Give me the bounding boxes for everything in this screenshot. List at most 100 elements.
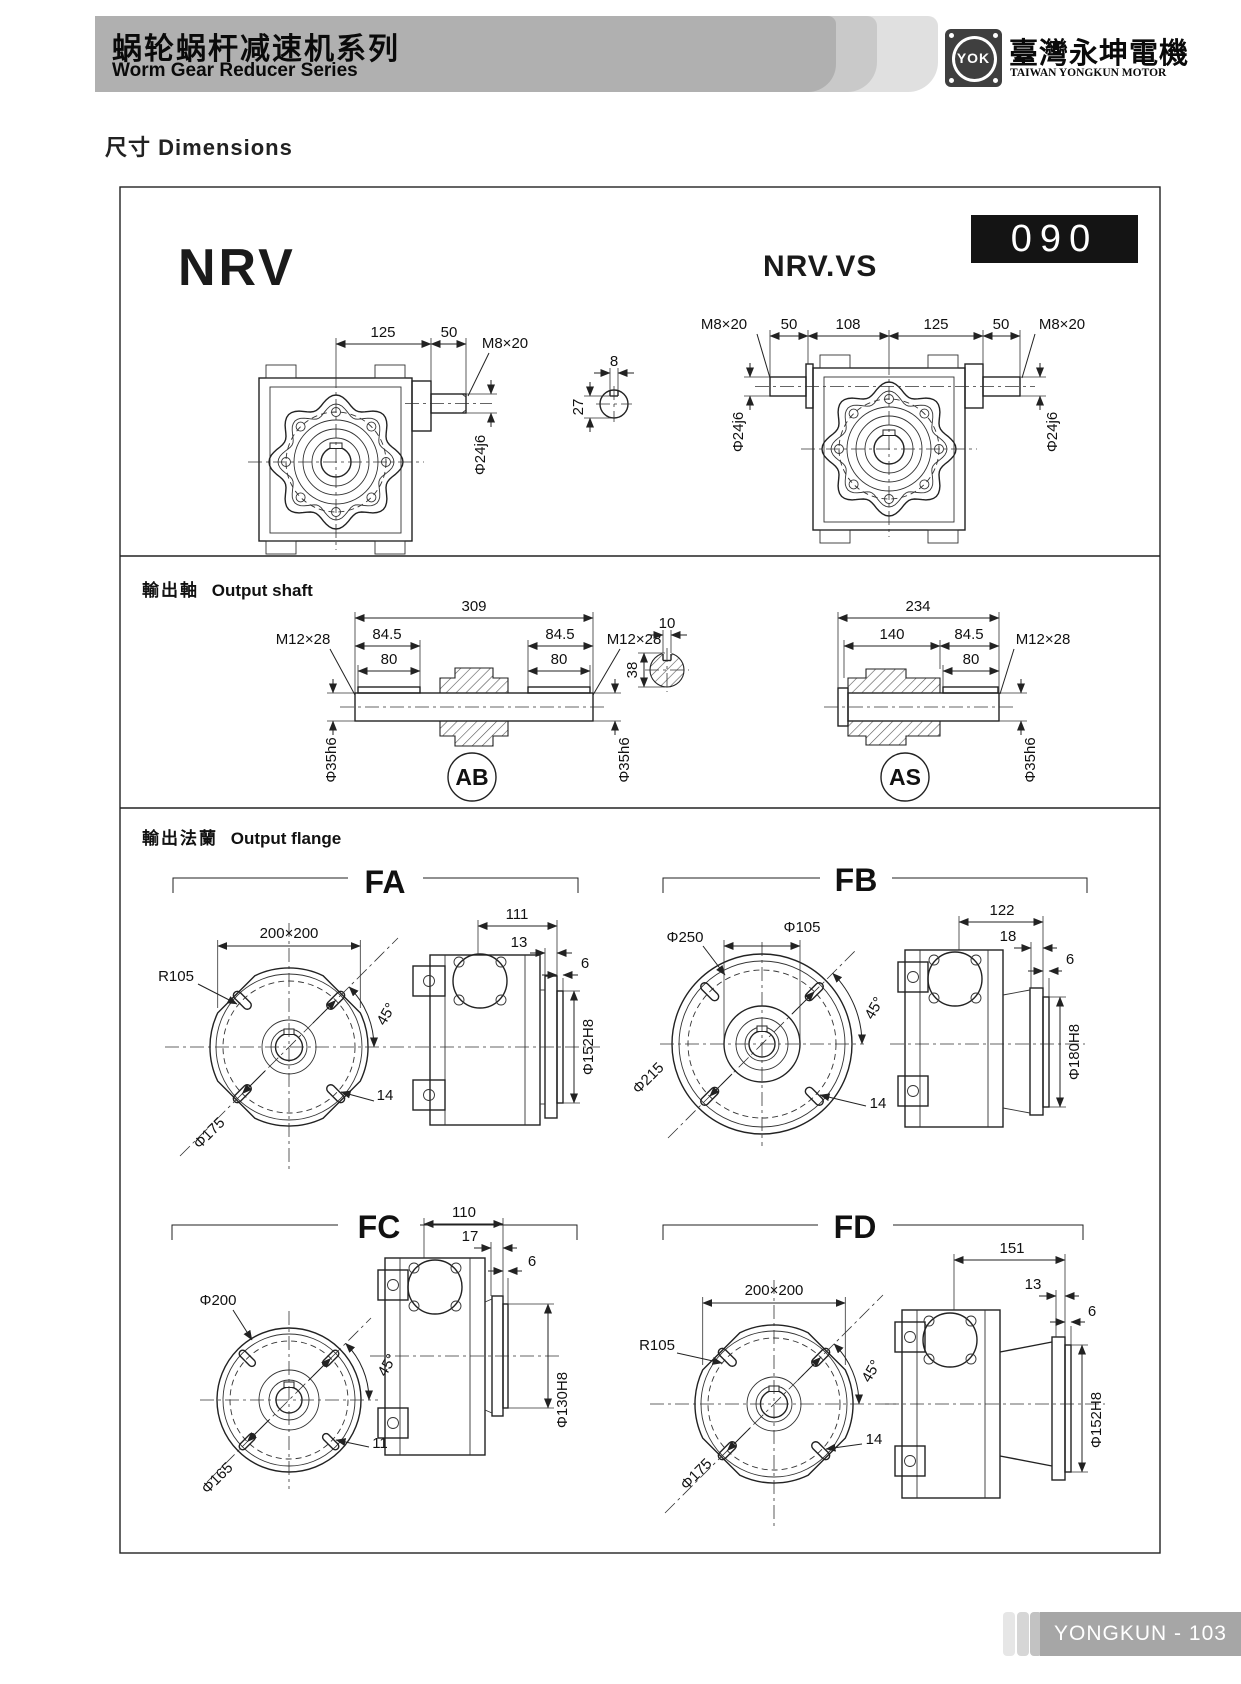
flange-fb-label: FB <box>835 862 878 898</box>
dim-key-dia: 38 <box>624 662 641 679</box>
dim-fb-side-offset: 18 <box>1000 928 1017 945</box>
dim-nrvvs-108: 108 <box>835 316 860 333</box>
output-flange-title-zh: 輸出法蘭 <box>142 829 218 848</box>
model-label-nrvvs: NRV.VS <box>763 250 878 283</box>
dim-fb-angle: 45° <box>861 994 887 1022</box>
dim-fa-side-width: 111 <box>506 906 529 923</box>
flange-fb: FB Φ250 Φ105 Φ215 <box>629 862 1088 1146</box>
series-title-en: Worm Gear Reducer Series <box>112 60 358 81</box>
dim-fc-outer-dia: Φ200 <box>200 1292 237 1309</box>
dim-nrvvs-50l: 50 <box>781 316 798 333</box>
dim-fc-bolt-circle: Φ165 <box>198 1459 236 1497</box>
dim-fa-side-offset: 13 <box>511 934 528 951</box>
dim-fb-slot: 14 <box>870 1095 887 1112</box>
dim-fd-bolt-circle: Φ175 <box>677 1455 715 1493</box>
logo-dot-icon <box>949 78 954 83</box>
dim-fd-side-offset: 13 <box>1025 1276 1042 1293</box>
model-label-nrv: NRV <box>178 239 296 297</box>
dim-fa-radius: R105 <box>158 968 194 985</box>
dim-ab-80l: 80 <box>381 651 398 668</box>
dim-ab-80r: 80 <box>551 651 568 668</box>
dim-nrv-key-height: 27 <box>570 399 587 416</box>
nrvvs-front-view: 50 108 125 50 M8×20 M8×20 Φ24j6 Φ24j6 <box>701 316 1085 544</box>
dim-nrvvs-thread-left: M8×20 <box>701 316 747 333</box>
dim-as-dia: Φ35h6 <box>1022 737 1039 782</box>
dim-fd-square: 200×200 <box>745 1282 804 1299</box>
footer-stripe <box>1003 1612 1015 1656</box>
dim-ab-total: 309 <box>461 598 486 615</box>
output-shaft-title-en: Output shaft <box>211 581 313 600</box>
flange-fd-label: FD <box>834 1209 877 1245</box>
dim-fb-side-thk: 6 <box>1066 951 1074 968</box>
dim-fc-side-width: 110 <box>452 1204 476 1221</box>
view-label-ab: AB <box>455 764 488 790</box>
nrv-key-section: 8 27 <box>570 353 634 432</box>
dim-as-thread: M12×28 <box>1016 631 1071 648</box>
page-title-en: Dimensions <box>158 135 293 160</box>
dim-nrv-thread: M8×20 <box>482 335 528 352</box>
logo-dot-icon <box>993 33 998 38</box>
main-frame <box>119 186 1161 1554</box>
page-title-zh: 尺寸 <box>105 135 152 160</box>
dim-fb-spigot: Φ180H8 <box>1066 1024 1083 1080</box>
dim-as-80: 80 <box>963 651 980 668</box>
logo-dot-icon <box>949 33 954 38</box>
dim-ab-thread-right: M12×28 <box>607 631 662 648</box>
output-shaft-ab: 309 84.5 84.5 80 80 M12×28 M12×28 Φ35h6 … <box>276 598 662 802</box>
dim-ab-dia-left: Φ35h6 <box>323 737 340 782</box>
flange-fa: FA Φ175 200×200 R105 4 <box>158 864 600 1171</box>
dim-nrvvs-thread-right: M8×20 <box>1039 316 1085 333</box>
dim-fb-bolt-circle: Φ215 <box>629 1059 667 1097</box>
dim-fc-angle: 45° <box>374 1351 400 1379</box>
flange-fd: FD 200×200 R105 45° 14 <box>639 1209 1105 1528</box>
series-title-zh: 蜗轮蜗杆减速机系列 <box>112 33 400 66</box>
flange-fc: FC Φ200 45° 11 Φ165 <box>171 1204 578 1497</box>
flange-fc-label: FC <box>358 1209 401 1245</box>
dim-ab-thread-left: M12×28 <box>276 631 331 648</box>
brand-logo-icon: YOK <box>945 29 1002 87</box>
page-number: YONGKUN - 103 <box>1040 1612 1241 1656</box>
dim-fb-side-width: 122 <box>989 902 1014 919</box>
view-label-as: AS <box>889 764 921 790</box>
dim-as-total: 234 <box>905 598 930 615</box>
dim-fa-bolt-circle: Φ175 <box>190 1114 228 1152</box>
dim-fa-angle: 45° <box>373 1000 399 1028</box>
header-band <box>95 16 836 92</box>
output-shaft-title: 輸出軸 Output shaft <box>142 576 313 601</box>
output-shaft-as: 234 140 84.5 80 M12×28 Φ35h6 AS <box>824 598 1071 802</box>
footer-stripe <box>1017 1612 1029 1656</box>
dim-nrvvs-dia-left: Φ24j6 <box>730 412 747 452</box>
dim-nrv-key-width: 8 <box>610 353 618 370</box>
dim-fd-spigot: Φ152H8 <box>1088 1392 1105 1448</box>
nrv-front-view: 125 50 M8×20 Φ24j6 <box>248 324 528 555</box>
dim-nrv-125: 125 <box>370 324 395 341</box>
dim-nrvvs-125: 125 <box>923 316 948 333</box>
logo-monogram: YOK <box>956 50 991 66</box>
flange-fa-label: FA <box>365 864 406 900</box>
dim-fd-angle: 45° <box>858 1357 884 1385</box>
dim-as-140: 140 <box>879 626 904 643</box>
shaft-key-section: 10 38 <box>624 615 689 692</box>
size-badge: 090 <box>971 215 1138 263</box>
dim-fd-side-width: 151 <box>999 1240 1024 1257</box>
dim-fa-square: 200×200 <box>260 925 319 942</box>
dim-fb-outer-dia: Φ250 <box>667 929 704 946</box>
brand-name-en: TAIWAN YONGKUN MOTOR <box>1010 67 1167 79</box>
dim-fd-side-thk: 6 <box>1088 1303 1096 1320</box>
dim-nrv-50: 50 <box>441 324 458 341</box>
dim-fc-spigot: Φ130H8 <box>554 1372 571 1428</box>
output-flange-title-en: Output flange <box>230 829 342 848</box>
dim-fa-side-thk: 6 <box>581 955 589 972</box>
dim-fd-radius: R105 <box>639 1337 675 1354</box>
dim-nrvvs-dia-right: Φ24j6 <box>1044 412 1061 452</box>
brand-name-zh: 臺灣永坤電機 <box>1009 38 1190 70</box>
dim-ab-845r: 84.5 <box>545 626 574 643</box>
logo-dot-icon <box>993 78 998 83</box>
dim-fb-inner-dia: Φ105 <box>784 919 821 936</box>
output-shaft-title-zh: 輸出軸 <box>142 581 199 600</box>
dim-ab-845l: 84.5 <box>372 626 401 643</box>
dim-fc-side-offset: 17 <box>462 1228 479 1245</box>
page-title: 尺寸 Dimensions <box>105 130 293 162</box>
